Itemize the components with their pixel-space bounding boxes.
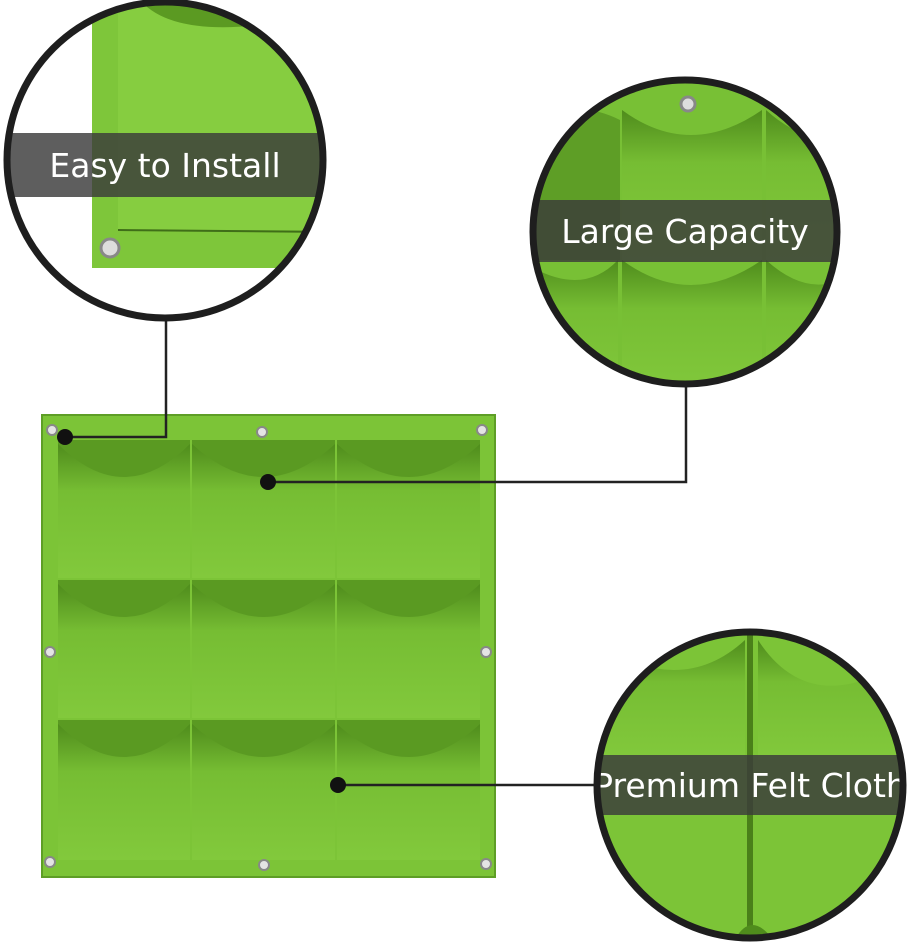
callout-large-capacity: Large Capacity [529,76,841,388]
grommet-icon [44,646,56,658]
planter-pocket [58,720,190,860]
grommet-icon [256,426,268,438]
grommet-icon [46,424,58,436]
connector-dot [260,474,276,490]
callout-premium-felt-cloth: Premium Felt Cloth [593,628,907,942]
connector-lines [65,320,688,787]
grommet-icon [258,859,270,871]
connector-dot [330,777,346,793]
callout-label: Easy to Install [49,146,280,185]
planter-pocket [337,720,480,860]
grommet-icon [44,856,56,868]
planter-pocket [192,720,335,860]
planter-pocket [192,440,335,578]
planter-pocket [192,580,335,718]
grommet-icon [480,646,492,658]
callout-easy-to-install: Easy to Install [3,0,327,322]
callout-label: Premium Felt Cloth [593,766,907,805]
grommet-icon [476,424,488,436]
planter-pocket [337,440,480,578]
callout-label: Large Capacity [561,212,809,251]
felt-wall-planter [41,414,496,878]
planter-pocket [337,580,480,718]
planter-pocket [58,440,190,578]
grommet-icon [480,858,492,870]
connector-dot [57,429,73,445]
planter-pocket [58,580,190,718]
